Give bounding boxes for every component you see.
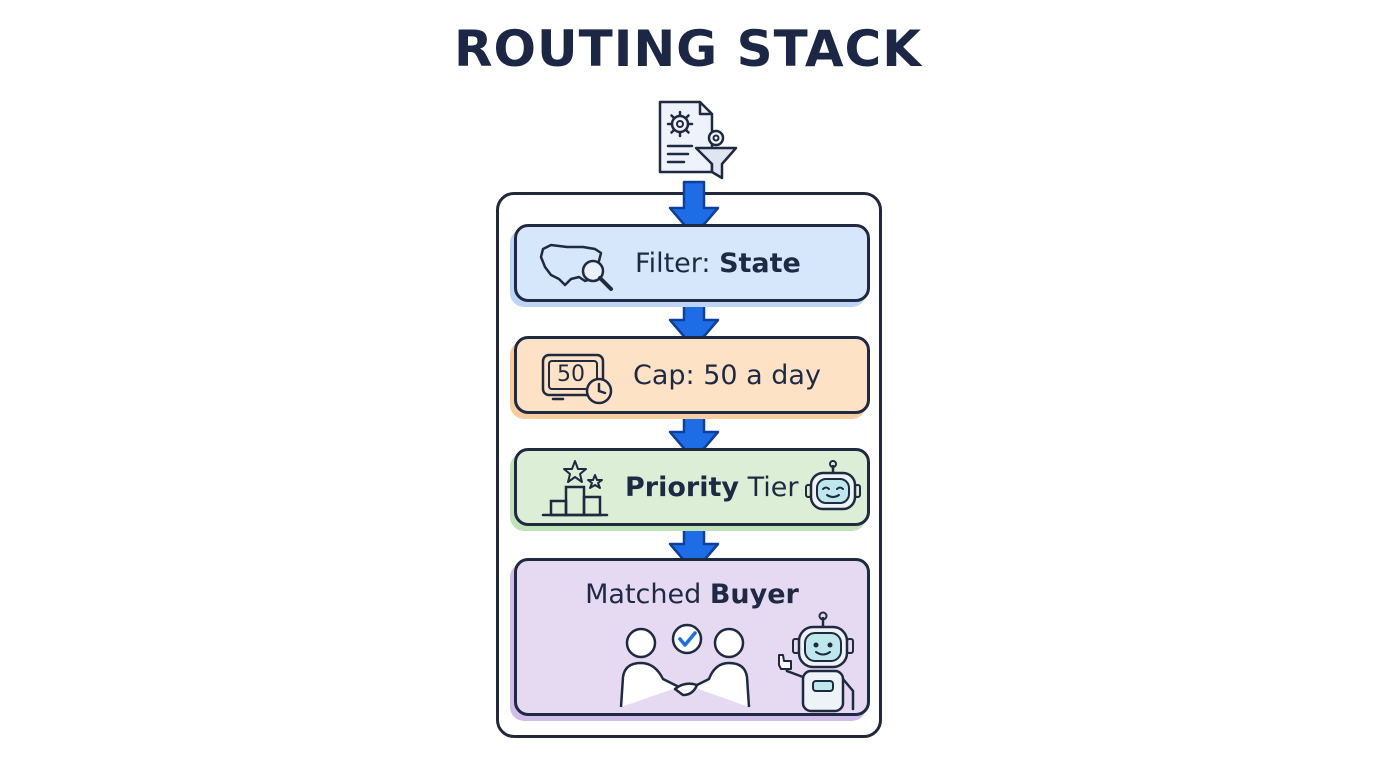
stage-filter-state: Filter: State <box>514 224 870 302</box>
stage-priority-tier: Priority Tier <box>514 448 870 526</box>
stage-cap-label: Cap: 50 a day <box>633 359 821 391</box>
handshake-icon <box>619 623 751 708</box>
stage-filter-label: Filter: State <box>635 247 801 279</box>
page-title: ROUTING STACK <box>454 20 922 78</box>
stage-priority-label: Priority Tier <box>625 471 799 503</box>
robot-thumbs-up-icon <box>778 611 855 713</box>
stage-matched-label: Matched Buyer <box>585 579 799 610</box>
cap-badge-number: 50 <box>557 362 585 387</box>
document-gear-funnel-icon <box>658 100 738 180</box>
counter-clock-icon <box>541 353 613 405</box>
usa-map-search-icon <box>539 243 613 291</box>
flow-arrow-icon <box>668 180 720 238</box>
podium-stars-icon <box>541 460 609 517</box>
stage-cap-daily: 50 Cap: 50 a day <box>514 336 870 414</box>
stage-matched-buyer: Matched Buyer <box>514 558 870 716</box>
robot-face-icon <box>805 460 861 511</box>
